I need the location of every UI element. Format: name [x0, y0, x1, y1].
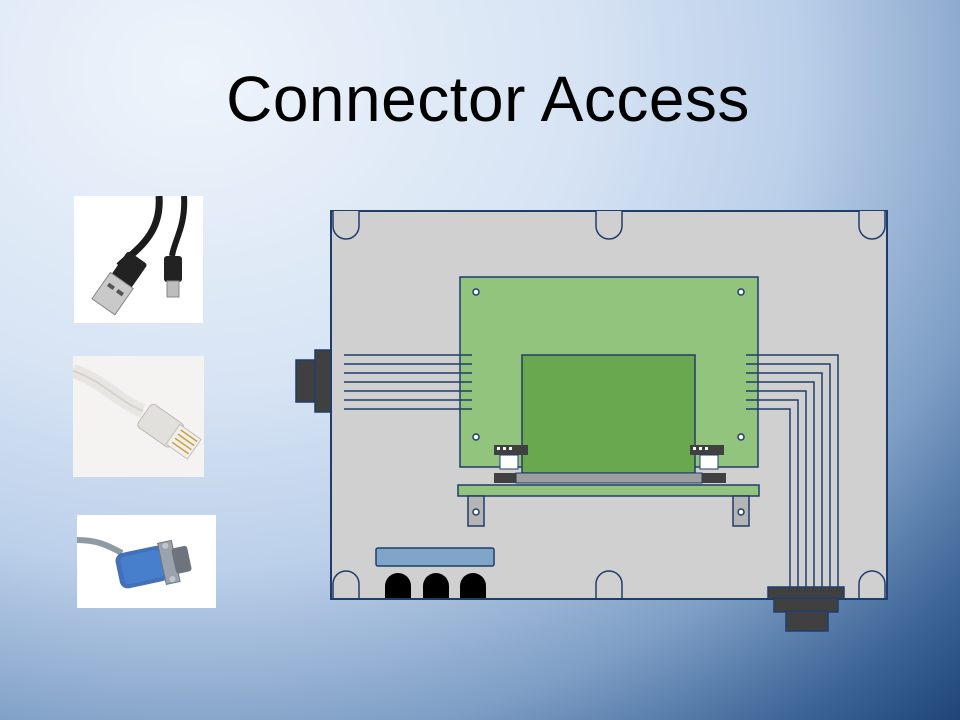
- ethernet-cable-icon: [73, 356, 204, 477]
- board-mounting-holes: [472, 288, 745, 441]
- left-wires: [344, 354, 472, 410]
- lower-board: [457, 484, 760, 497]
- serial-adapter-icon: [77, 515, 216, 608]
- bottom-connector: [767, 586, 845, 632]
- ethernet-cable-photo: [73, 356, 204, 477]
- board-connectors: [494, 445, 726, 484]
- inner-module: [521, 354, 696, 474]
- bottom-slot: [375, 547, 495, 567]
- usb-cable-icon: [74, 196, 203, 323]
- serial-adapter-photo: [77, 515, 216, 608]
- slide-title: Connector Access: [226, 63, 750, 135]
- usb-cable-photo: [74, 196, 203, 323]
- bottom-ports: [385, 573, 486, 598]
- mounting-notches: [332, 211, 886, 598]
- right-wires: [746, 354, 839, 588]
